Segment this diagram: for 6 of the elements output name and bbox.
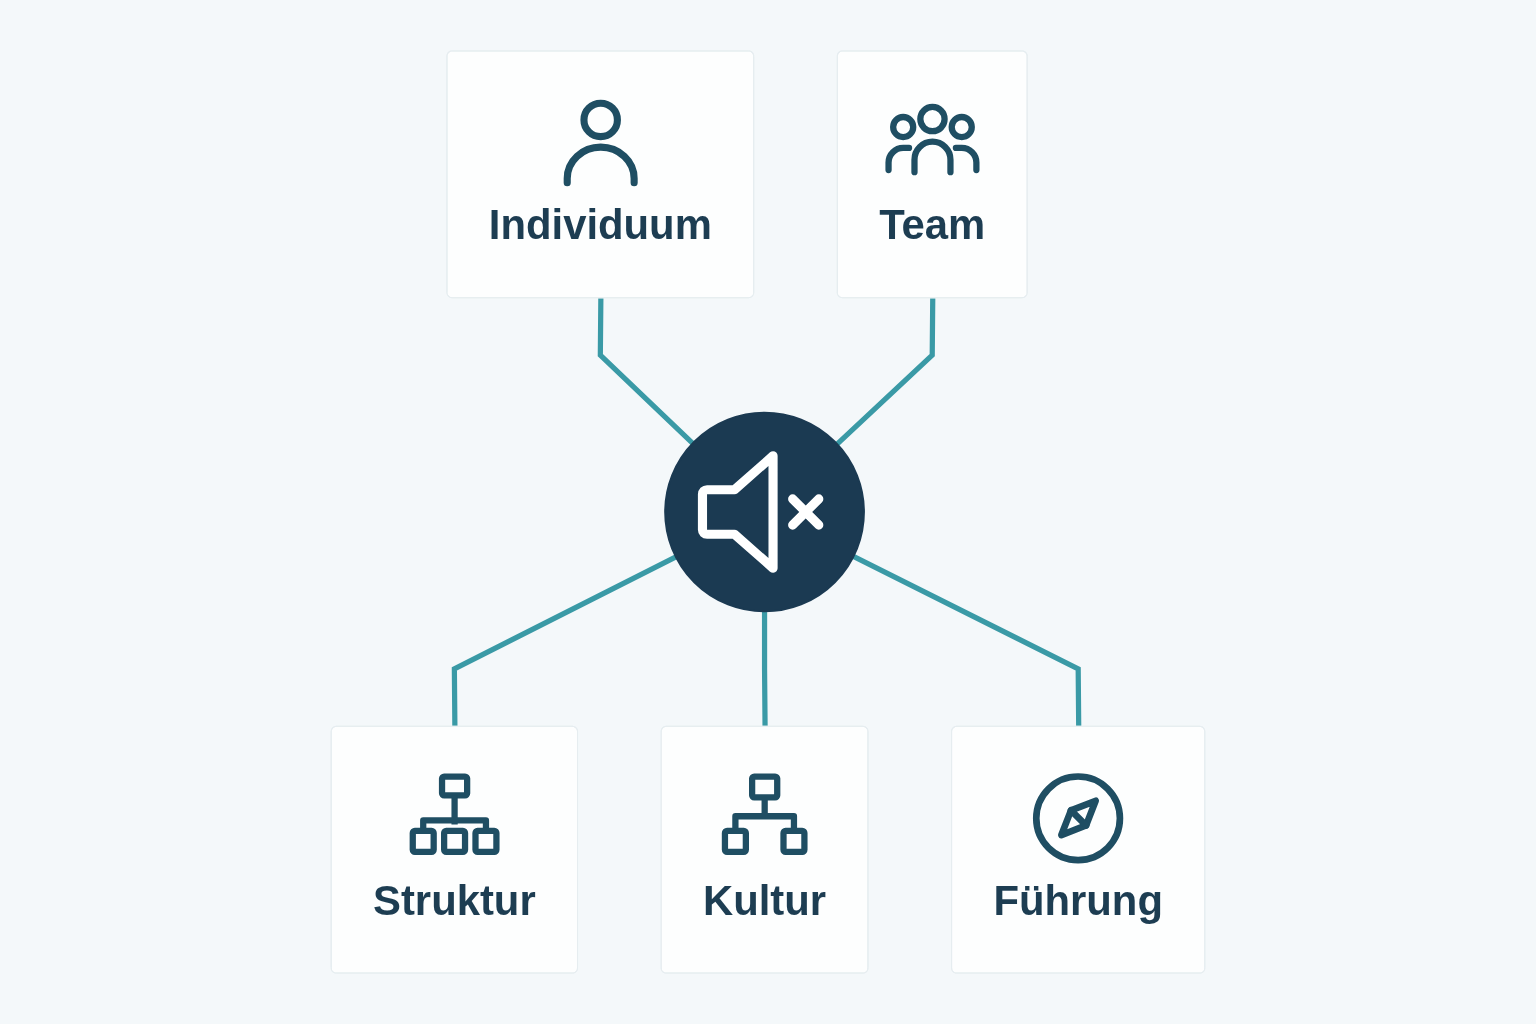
connector <box>451 554 678 727</box>
connector <box>852 554 1082 727</box>
connector <box>761 611 768 727</box>
connector <box>597 298 695 446</box>
connector <box>835 298 936 447</box>
node-circle <box>664 411 865 613</box>
